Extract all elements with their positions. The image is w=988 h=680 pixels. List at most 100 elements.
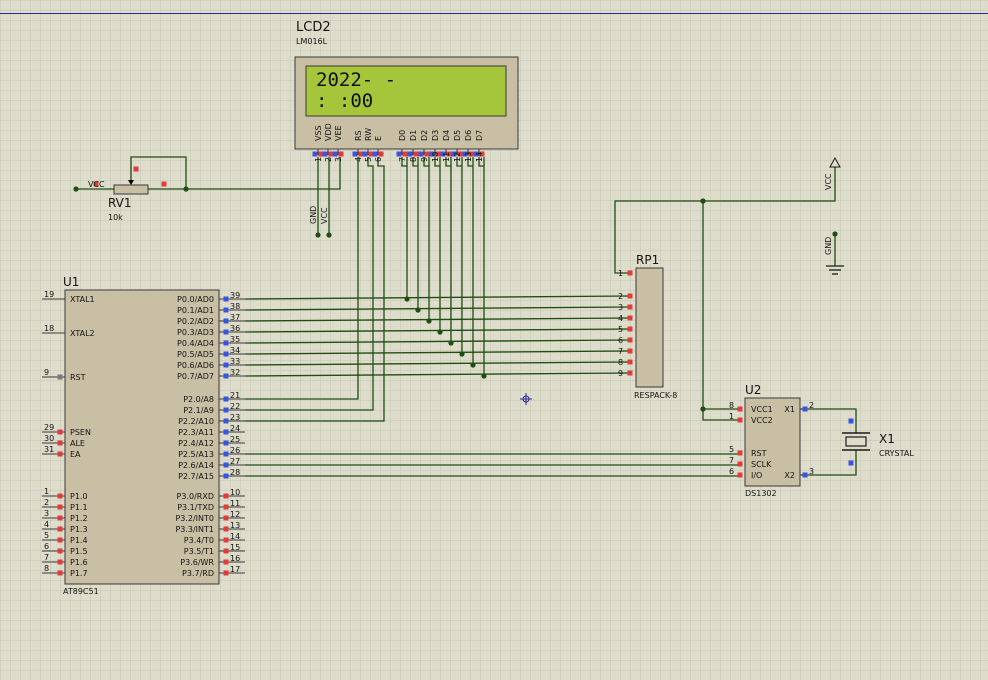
mcu-pin-marker[interactable] [223,493,229,499]
lcd-pin-marker[interactable] [407,151,413,157]
lcd-pin-marker[interactable] [479,151,485,157]
respack-body[interactable] [635,267,664,388]
potentiometer-body[interactable] [113,184,149,195]
mcu-pin-marker[interactable] [57,429,63,435]
lcd-pin-number: 9 [420,157,429,162]
mcu-pin-marker[interactable] [223,504,229,510]
lcd-pin-marker[interactable] [473,151,479,157]
mcu-pin-name: P2.0/A8 [183,395,214,404]
mcu-pin-marker[interactable] [223,473,229,479]
lcd-pin-marker[interactable] [352,151,358,157]
mcu-pin-marker[interactable] [223,329,229,335]
mcu-pin-marker[interactable] [223,340,229,346]
lcd-pin-marker[interactable] [457,151,463,157]
mcu-pin-marker[interactable] [57,493,63,499]
mcu-pin-marker[interactable] [223,396,229,402]
mcu-pin-marker[interactable] [223,362,229,368]
mcu-pin-marker[interactable] [223,515,229,521]
mcu-pin-marker[interactable] [57,548,63,554]
rtc-pin-marker[interactable] [737,450,743,456]
lcd-pin-marker[interactable] [338,151,344,157]
mcu-pin-marker[interactable] [57,570,63,576]
crystal-body[interactable] [845,436,867,447]
lcd-pin-marker[interactable] [362,151,368,157]
rv1-pin-marker[interactable] [161,181,167,187]
rtc-pin-number: 1 [729,412,734,421]
mcu-pin-marker[interactable] [223,537,229,543]
lcd-pin-name: D0 [398,130,407,141]
mcu-pin-marker[interactable] [57,374,63,380]
rtc-pin-marker[interactable] [802,406,808,412]
respack-pin-marker[interactable] [627,326,633,332]
lcd-pin-marker[interactable] [358,151,364,157]
mcu-pin-marker[interactable] [223,451,229,457]
lcd-pin-marker[interactable] [418,151,424,157]
lcd-pin-marker[interactable] [378,151,384,157]
mcu-pin-marker[interactable] [57,526,63,532]
rtc-pin-marker[interactable] [737,461,743,467]
lcd-pin-marker[interactable] [429,151,435,157]
rtc-pin-marker[interactable] [802,472,808,478]
mcu-pin-marker[interactable] [223,526,229,532]
rv1-pin-marker[interactable] [133,166,139,172]
respack-pin-marker[interactable] [627,337,633,343]
lcd-pin-marker[interactable] [368,151,374,157]
lcd-pin-marker[interactable] [446,151,452,157]
lcd-pin-marker[interactable] [435,151,441,157]
mcu-pin-marker[interactable] [57,451,63,457]
lcd-pin-marker[interactable] [328,151,334,157]
mcu-pin-marker[interactable] [223,429,229,435]
lcd-pin-marker[interactable] [372,151,378,157]
mcu-pin-marker[interactable] [223,462,229,468]
mcu-pin-marker[interactable] [223,418,229,424]
lcd-pin-marker[interactable] [402,151,408,157]
respack-pin-marker[interactable] [627,348,633,354]
mcu-pin-marker[interactable] [57,537,63,543]
lcd-pin-marker[interactable] [468,151,474,157]
mcu-pin-marker[interactable] [223,440,229,446]
respack-pin-marker[interactable] [627,270,633,276]
lcd-pin-marker[interactable] [396,151,402,157]
mcu-pin-marker[interactable] [57,504,63,510]
crystal-pin-marker[interactable] [848,460,854,466]
mcu-body[interactable] [64,289,220,585]
mcu-pin-marker[interactable] [57,515,63,521]
mcu-pin-marker[interactable] [57,440,63,446]
mcu-pin-marker[interactable] [223,373,229,379]
rtc-pin-marker[interactable] [737,417,743,423]
lcd-pin-marker[interactable] [312,151,318,157]
respack-pin-marker[interactable] [627,359,633,365]
crystal-pin-marker[interactable] [848,418,854,424]
mcu-pin-marker[interactable] [223,559,229,565]
mcu-pin-marker[interactable] [223,570,229,576]
lcd-pin-marker[interactable] [318,151,324,157]
mcu-pin-number: 39 [230,291,240,300]
mcu-pin-marker[interactable] [57,559,63,565]
lcd-pin-marker[interactable] [451,151,457,157]
mcu-pin-marker[interactable] [223,296,229,302]
lcd-pin-marker[interactable] [440,151,446,157]
lcd-pin-number: 14 [475,152,484,162]
respack-pin-marker[interactable] [627,304,633,310]
rtc-body[interactable] [744,397,801,487]
respack-pin-marker[interactable] [627,315,633,321]
mcu-pin-marker[interactable] [223,407,229,413]
mcu-pin-marker[interactable] [223,318,229,324]
rtc-pin-marker[interactable] [737,406,743,412]
lcd-pin-marker[interactable] [332,151,338,157]
lcd-pin-marker[interactable] [413,151,419,157]
respack-pin-marker[interactable] [627,370,633,376]
mcu-pin-marker[interactable] [223,351,229,357]
mcu-pin-marker[interactable] [223,548,229,554]
lcd-pin-marker[interactable] [322,151,328,157]
mcu-pin-name: XTAL2 [70,329,95,338]
lcd-pin-name: E [374,136,383,141]
mcu-pin-marker[interactable] [223,307,229,313]
lcd-pin-number: 3 [334,157,343,162]
rv1-pin-marker[interactable] [93,181,99,187]
respack-pin-marker[interactable] [627,293,633,299]
lcd-pin-marker[interactable] [462,151,468,157]
lcd-pin-marker[interactable] [424,151,430,157]
rtc-pin-marker[interactable] [737,472,743,478]
